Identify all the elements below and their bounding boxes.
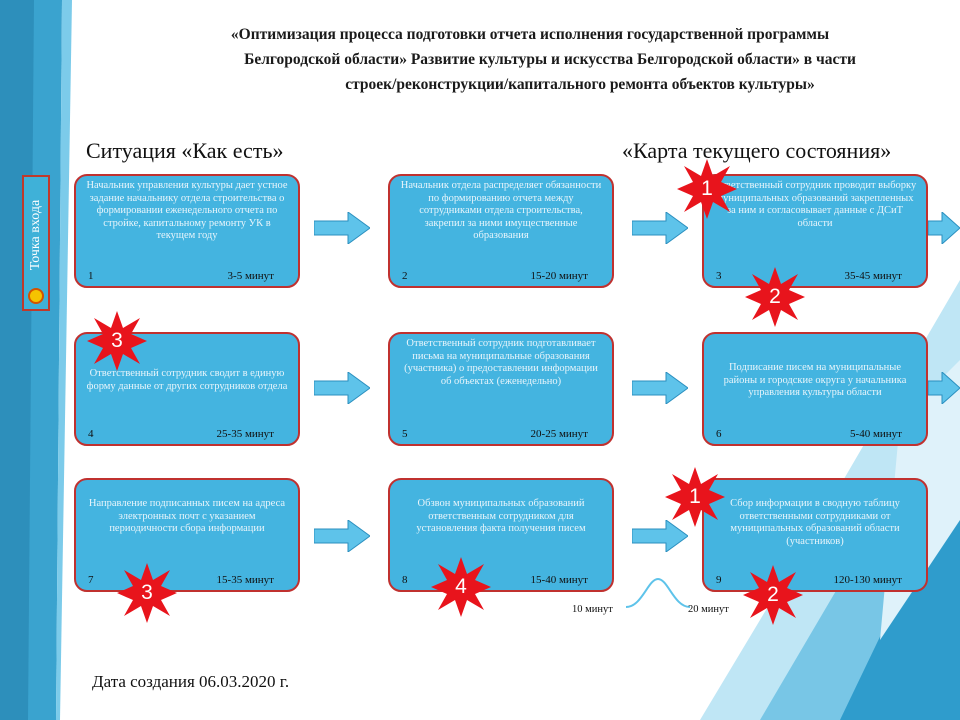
- step-number: 7: [88, 573, 94, 586]
- step-text: Направление подписанных писем на адреса …: [88, 498, 286, 534]
- variation-min-label: 10 минут: [572, 604, 613, 615]
- step-time: 5-40 минут: [850, 427, 902, 440]
- problem-marker-number: 1: [701, 177, 713, 200]
- step-number: 8: [402, 573, 408, 586]
- step-time: 3-5 минут: [227, 269, 274, 282]
- step-text: Начальник управления культуры дает устно…: [86, 180, 288, 241]
- problem-marker-number: 1: [689, 485, 701, 508]
- problem-marker: 4: [430, 556, 492, 618]
- burst-icon: [743, 565, 803, 625]
- variation-curve: [625, 577, 691, 608]
- problem-marker-number: 3: [141, 581, 153, 604]
- step-time: 25-35 минут: [216, 427, 274, 440]
- map-heading: «Карта текущего состояния»: [622, 138, 892, 163]
- step-number: 1: [88, 269, 94, 282]
- step-number: 5: [402, 427, 408, 440]
- process-step-5: Ответственный сотрудник подготавливает п…: [388, 332, 614, 446]
- burst-icon: [677, 159, 737, 219]
- burst-icon: [665, 467, 725, 527]
- step-time: 35-45 минут: [844, 269, 902, 282]
- step-number: 3: [716, 269, 722, 282]
- process-step-3: Ответственный сотрудник проводит выборку…: [702, 174, 928, 288]
- entry-point: Точка входа: [22, 175, 50, 311]
- step-text: Обзвон муниципальных образований ответст…: [416, 498, 586, 534]
- step-text: Ответственный сотрудник подготавливает п…: [404, 338, 598, 387]
- step-text: Сбор информации в сводную таблицу ответс…: [730, 498, 900, 547]
- title-line-2: Белгородской области» Развитие культуры …: [244, 51, 856, 68]
- step-time: 20-25 минут: [530, 427, 588, 440]
- problem-marker-number: 2: [767, 583, 779, 606]
- title-line-3: строек/реконструкции/капитального ремонт…: [345, 76, 815, 93]
- arrow-right-icon: [314, 212, 370, 244]
- problem-marker: 2: [742, 564, 804, 626]
- step-time: 15-20 минут: [530, 269, 588, 282]
- problem-marker: 1: [676, 158, 738, 220]
- step-text: Ответственный сотрудник сводит в единую …: [86, 368, 288, 392]
- step-text: Начальник отдела распределяет обязанност…: [400, 180, 602, 241]
- process-step-1: Начальник управления культуры дает устно…: [74, 174, 300, 288]
- step-time: 15-40 минут: [530, 573, 588, 586]
- process-step-8: Обзвон муниципальных образований ответст…: [388, 478, 614, 592]
- title-line-1: «Оптимизация процесса подготовки отчета …: [230, 26, 830, 43]
- process-step-7: Направление подписанных писем на адреса …: [74, 478, 300, 592]
- step-time: 120-130 минут: [833, 573, 902, 586]
- burst-icon: [431, 557, 491, 617]
- step-number: 9: [716, 573, 722, 586]
- problem-marker-number: 3: [111, 329, 123, 352]
- situation-heading: Ситуация «Как есть»: [86, 138, 284, 163]
- step-number: 2: [402, 269, 408, 282]
- arrow-right-icon: [632, 212, 688, 244]
- gear-icon: [28, 288, 44, 304]
- arrow-right-icon: [632, 520, 688, 552]
- process-step-9: Сбор информации в сводную таблицу ответс…: [702, 478, 928, 592]
- process-step-2: Начальник отдела распределяет обязанност…: [388, 174, 614, 288]
- arrow-right-icon: [632, 372, 688, 404]
- problem-marker-number: 4: [455, 575, 467, 598]
- creation-date: Дата создания 06.03.2020 г.: [92, 672, 290, 691]
- page-title: «Оптимизация процесса подготовки отчета …: [150, 22, 910, 97]
- step-text: Ответственный сотрудник проводит выборку…: [713, 180, 917, 229]
- step-time: 15-35 минут: [216, 573, 274, 586]
- step-text: Подписание писем на муниципальные районы…: [723, 362, 907, 398]
- problem-marker: 3: [86, 310, 148, 372]
- step-number: 6: [716, 427, 722, 440]
- arrow-right-icon: [928, 212, 960, 244]
- step-number: 4: [88, 427, 94, 440]
- problem-marker: 1: [664, 466, 726, 528]
- arrow-right-icon: [928, 372, 960, 404]
- burst-icon: [745, 267, 805, 327]
- burst-icon: [117, 563, 177, 623]
- burst-icon: [87, 311, 147, 371]
- variation-max-label: 20 минут: [688, 604, 729, 615]
- problem-marker: 3: [116, 562, 178, 624]
- arrow-right-icon: [314, 372, 370, 404]
- problem-marker: 2: [744, 266, 806, 328]
- process-step-6: Подписание писем на муниципальные районы…: [702, 332, 928, 446]
- arrow-right-icon: [314, 520, 370, 552]
- entry-point-label: Точка входа: [28, 199, 43, 271]
- problem-marker-number: 2: [769, 285, 781, 308]
